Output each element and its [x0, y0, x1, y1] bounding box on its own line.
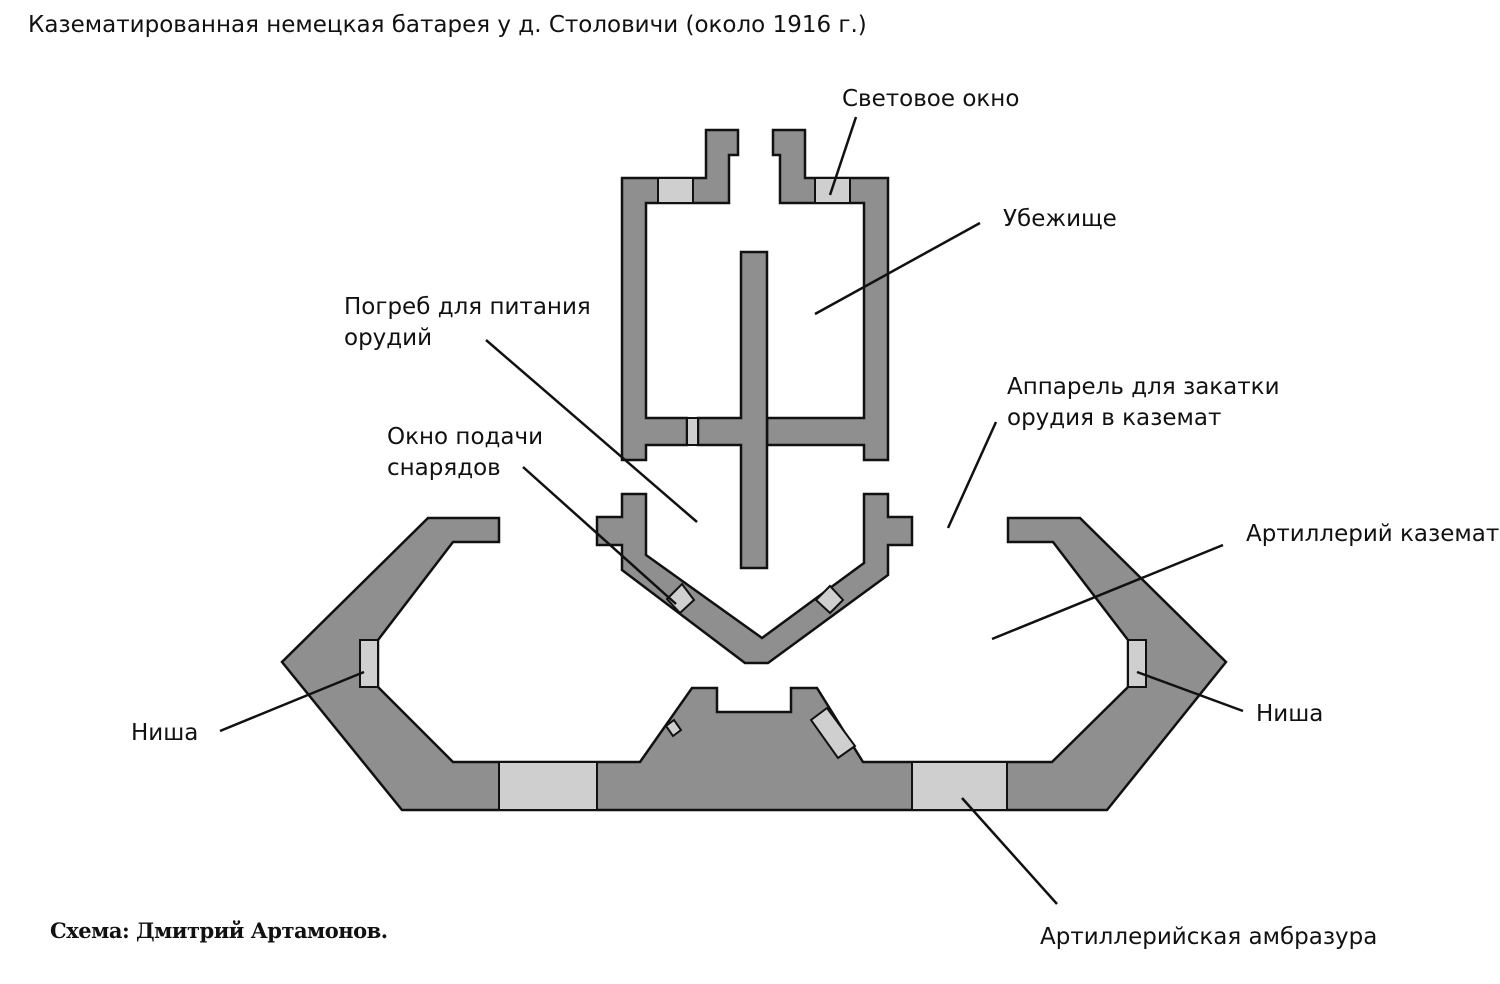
label-shelter: Убежище	[1003, 206, 1117, 232]
label-cellar-line2: орудий	[344, 325, 433, 351]
label-embrasure: Артиллерийская амбразура	[1040, 924, 1378, 950]
leader-embrasure	[961, 797, 1058, 905]
label-shell-window-line1: Окно подачи	[387, 424, 544, 450]
label-ramp-line2: орудия в каземат	[1007, 405, 1222, 431]
leader-niche-right	[1136, 670, 1244, 713]
central-block-opening-small	[664, 718, 683, 738]
leader-shelter	[814, 221, 981, 316]
partition-opening	[686, 417, 699, 446]
leader-niche-left	[219, 670, 365, 733]
central-block-opening-large	[809, 706, 857, 760]
label-shell-window-line2: снарядов	[387, 455, 501, 481]
label-niche-left: Ниша	[131, 720, 199, 746]
shell-feed-window-left	[665, 582, 696, 615]
leader-casemate	[991, 543, 1224, 641]
niche-right	[1127, 639, 1147, 688]
label-cellar-line1: Погреб для питания	[344, 294, 591, 320]
label-casemate: Артиллерий каземат	[1246, 521, 1500, 547]
embrasure-right	[911, 761, 1008, 811]
light-window-left	[657, 177, 694, 204]
label-ramp-line1: Аппарель для закатки	[1007, 374, 1280, 400]
leader-cellar	[485, 339, 698, 523]
ammunition-cellar-wall	[595, 492, 914, 665]
niche-left	[359, 639, 379, 688]
label-light-window: Световое окно	[842, 86, 1020, 112]
leader-ramp	[946, 421, 998, 529]
label-niche-right: Ниша	[1256, 701, 1324, 727]
author-credit: Схема: Дмитрий Артамонов.	[50, 918, 388, 943]
diagram-title: Казематированная немецкая батарея у д. С…	[28, 12, 867, 38]
shelter-partition-wall	[696, 250, 769, 570]
leader-shell-window	[522, 466, 677, 605]
embrasure-left	[498, 761, 598, 811]
shell-feed-window-right	[814, 584, 845, 615]
leader-light-window	[828, 116, 858, 196]
